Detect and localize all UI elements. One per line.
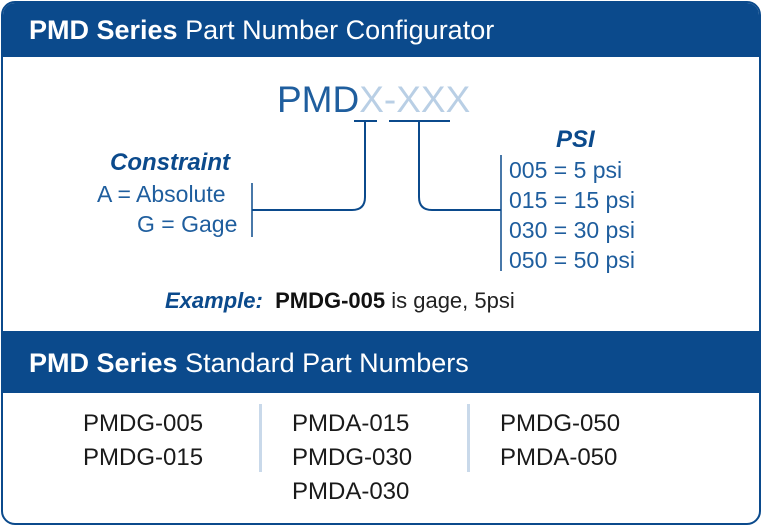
psi-option-030: 030 = 30 psi — [509, 217, 635, 243]
standard-header: PMD Series Standard Part Numbers — [3, 331, 759, 393]
psi-option-050: 050 = 50 psi — [509, 247, 635, 273]
example-description: is gage, 5psi — [385, 288, 515, 313]
configurator-title-rest: Part Number Configurator — [177, 15, 495, 45]
standard-column-2: PMDA-015 PMDG-030 PMDA-030 — [292, 407, 412, 509]
example-label: Example: — [165, 288, 263, 313]
constraint-option-gage: G = Gage — [137, 211, 238, 237]
example-line: Example: PMDG-005 is gage, 5psi — [165, 288, 515, 314]
standard-column-3: PMDG-050 PMDA-050 — [500, 407, 620, 475]
pattern-variable: X-XXX — [359, 79, 471, 120]
standard-part-number: PMDG-005 — [83, 410, 204, 437]
standard-part-number: PMDA-030 — [292, 478, 410, 505]
standard-part-number: PMDA-050 — [500, 444, 618, 471]
column-divider — [467, 404, 470, 472]
configurator-header: PMD Series Part Number Configurator — [3, 3, 759, 57]
standard-part-number: PMDG-030 — [292, 444, 413, 471]
example-code: PMDG-005 — [275, 288, 386, 313]
standard-column-1: PMDG-005 PMDG-015 — [83, 407, 203, 475]
standard-title-bold: PMD Series — [29, 348, 178, 378]
constraint-heading: Constraint — [110, 149, 230, 176]
psi-option-015: 015 = 15 psi — [509, 187, 635, 213]
standard-title-rest: Standard Part Numbers — [177, 348, 469, 378]
psi-option-005: 005 = 5 psi — [509, 157, 623, 183]
standard-part-number: PMDA-015 — [292, 410, 410, 437]
configurator-title-bold: PMD Series — [29, 15, 178, 45]
psi-heading: PSI — [556, 126, 595, 153]
standard-part-number: PMDG-015 — [83, 444, 204, 471]
connector-lines — [251, 120, 502, 271]
standard-part-number: PMDG-050 — [500, 410, 621, 437]
constraint-option-absolute: A = Absolute — [97, 181, 226, 207]
part-number-pattern: PMDX-XXX — [277, 79, 470, 121]
pattern-fixed: PMD — [277, 79, 360, 120]
column-divider — [259, 404, 262, 472]
